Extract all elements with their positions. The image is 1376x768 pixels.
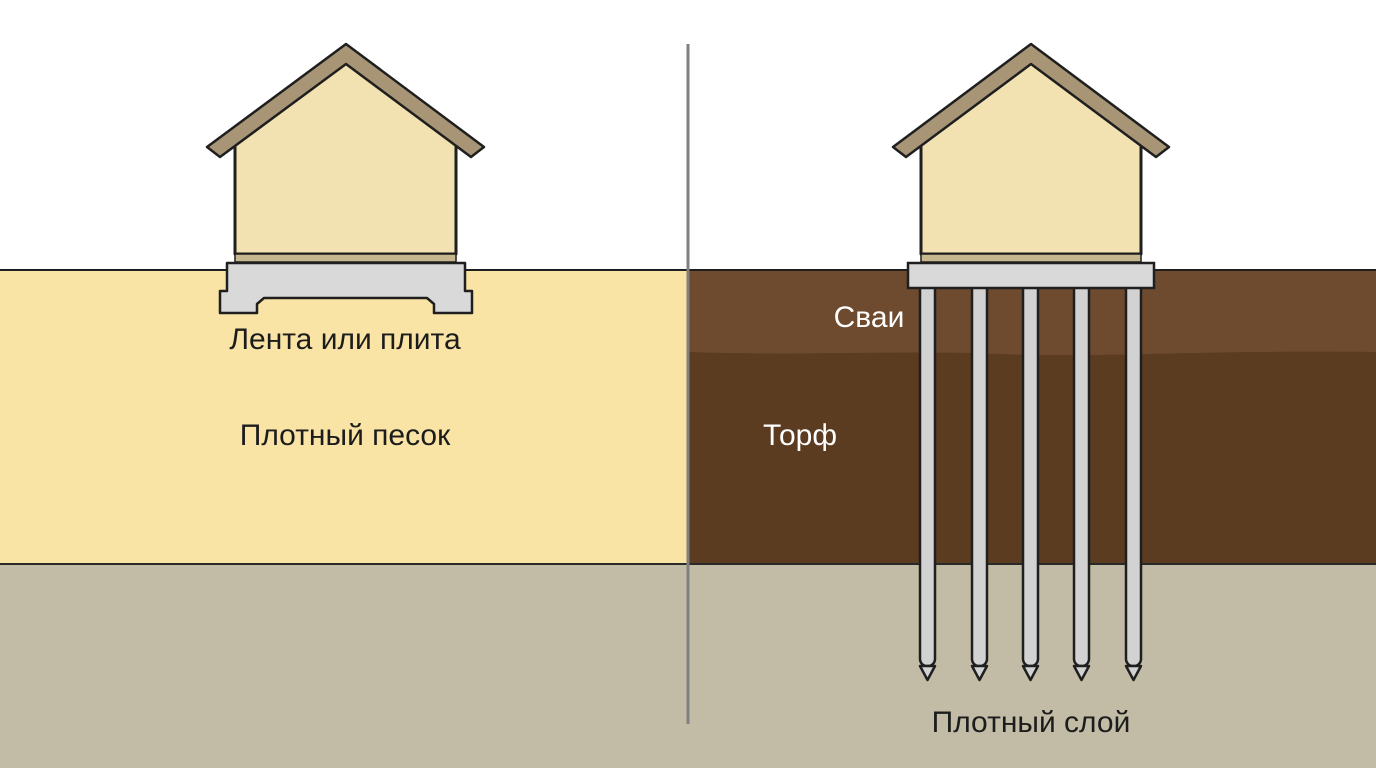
pile-grillage: [906, 261, 1156, 290]
roof-right: [891, 42, 1171, 159]
dense-layer-label: Плотный слой: [931, 706, 1131, 739]
house-sill-left: [234, 253, 457, 263]
pile: [918, 278, 937, 682]
pile: [1072, 278, 1091, 682]
house-right: [891, 42, 1171, 263]
strip-foundation: [218, 261, 474, 315]
bedrock-layer-left: [0, 564, 688, 768]
soil-label: Плотный песок: [239, 419, 451, 452]
piles-label: Сваи: [833, 301, 905, 334]
pile: [970, 278, 989, 682]
left-panel: [0, 42, 688, 768]
foundation-label: Лента или плита: [229, 323, 461, 356]
sand-layer: [0, 270, 688, 564]
right-panel: [688, 0, 1376, 768]
house-sill-right: [920, 253, 1142, 263]
roof-left: [205, 42, 486, 159]
house-left: [205, 42, 486, 263]
peat-label: Торф: [762, 419, 838, 452]
pile: [1124, 278, 1143, 682]
pile: [1021, 278, 1040, 682]
piles: [918, 278, 1143, 682]
